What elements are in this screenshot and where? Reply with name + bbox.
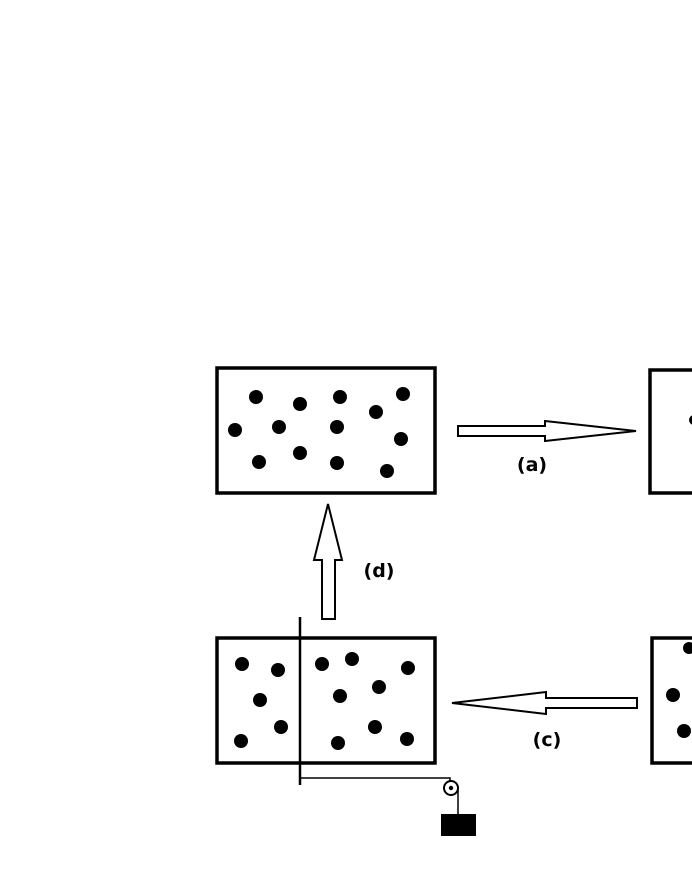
string: [300, 777, 451, 788]
particle: [394, 432, 408, 446]
particle: [274, 720, 288, 734]
box-bottom-right-frame: [650, 636, 692, 765]
box-bottom-right: [650, 636, 692, 765]
arrow-a: (a): [457, 419, 637, 476]
particle: [345, 652, 359, 666]
particle: [272, 420, 286, 434]
label-c: (c): [533, 729, 562, 751]
particle: [683, 642, 692, 654]
particle: [228, 423, 242, 437]
particle: [253, 693, 267, 707]
particle: [331, 736, 345, 750]
particle: [315, 657, 329, 671]
box-bottom-left-particles: [234, 652, 415, 750]
particle: [369, 405, 383, 419]
particle: [396, 387, 410, 401]
pulley-icon: [443, 780, 459, 796]
box-top-left-particles: [228, 387, 410, 478]
particle: [689, 415, 692, 425]
particle: [666, 688, 680, 702]
box-top-right: [648, 368, 692, 495]
particle: [330, 420, 344, 434]
particle: [368, 720, 382, 734]
particle: [235, 657, 249, 671]
box-bottom-left-frame: [215, 636, 437, 765]
particle: [271, 663, 285, 677]
box-bottom-left: [215, 617, 476, 836]
particle: [333, 689, 347, 703]
label-d: (d): [364, 560, 395, 582]
particle: [293, 397, 307, 411]
weight-icon: [441, 814, 476, 836]
particle: [372, 680, 386, 694]
particle: [252, 455, 266, 469]
particle: [234, 734, 248, 748]
label-a: (a): [517, 454, 547, 476]
arrow-c: (c): [451, 690, 638, 751]
particle: [400, 732, 414, 746]
arrow-d: (d): [312, 503, 395, 620]
particle: [380, 464, 394, 478]
particle: [677, 724, 691, 738]
box-top-right-frame: [648, 368, 692, 495]
particle: [330, 456, 344, 470]
box-top-left-frame: [215, 366, 437, 495]
box-top-left: [215, 366, 437, 495]
particle: [333, 390, 347, 404]
particle: [293, 446, 307, 460]
particle: [401, 661, 415, 675]
particle: [249, 390, 263, 404]
